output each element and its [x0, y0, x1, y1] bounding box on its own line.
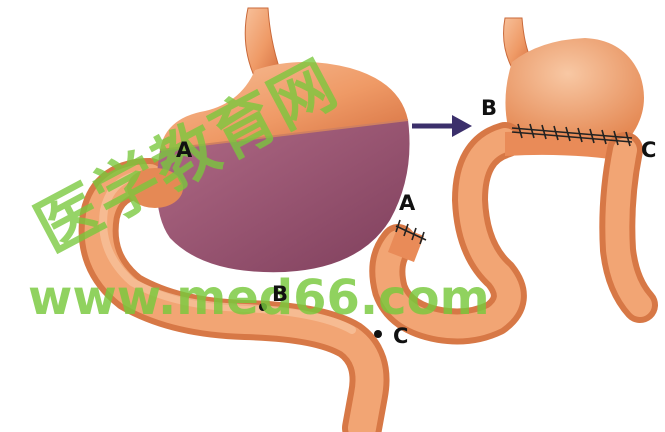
- label-left-c: C: [393, 326, 408, 347]
- label-left-a: A: [176, 140, 192, 161]
- label-right-b: B: [481, 98, 497, 119]
- label-right-a: A: [399, 193, 415, 214]
- label-right-c: C: [641, 140, 656, 161]
- left-point-c: [374, 330, 382, 338]
- label-left-b: B: [272, 284, 288, 305]
- watermark-url: www.med66.com: [28, 270, 490, 326]
- right-gastric-pouch: [505, 38, 644, 140]
